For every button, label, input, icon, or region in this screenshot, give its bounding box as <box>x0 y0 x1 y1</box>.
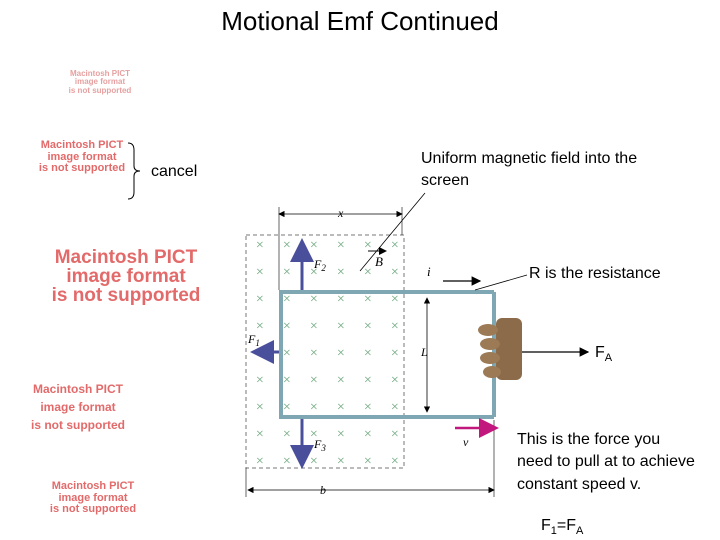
field-cross-7-0: × <box>255 427 264 442</box>
field-cross-4-2: × <box>309 346 318 361</box>
force-label: FA <box>595 342 612 367</box>
field-cross-1-1: × <box>282 265 291 280</box>
resistance-label: R is the resistance <box>529 265 661 282</box>
field-cross-7-3: × <box>336 427 345 442</box>
field-cross-3-4: × <box>363 319 372 334</box>
field-cross-1-0: × <box>255 265 264 280</box>
field-cross-1-2: × <box>309 265 318 280</box>
pict-placeholder-1: Macintosh PICT image format is not suppo… <box>68 69 132 95</box>
field-cross-5-1: × <box>282 373 291 388</box>
field-region <box>245 234 405 469</box>
field-cross-6-3: × <box>336 400 345 415</box>
field-cross-5-0: × <box>255 373 264 388</box>
field-cross-2-1: × <box>282 292 291 307</box>
equation-sub2: A <box>576 525 584 538</box>
field-cross-8-5: × <box>390 454 399 469</box>
field-cross-2-2: × <box>309 292 318 307</box>
field-cross-1-4: × <box>363 265 372 280</box>
field-crosses: × × × × × × × × × × × × × × × × × × × × × × × × × × × × × × × × × × × × × × × ×… <box>255 238 399 469</box>
velocity-label: v <box>463 435 469 449</box>
field-cross-4-4: × <box>363 346 372 361</box>
field-cross-2-0: × <box>255 292 264 307</box>
resistance-leader-line <box>474 274 528 291</box>
field-cross-2-3: × <box>336 292 345 307</box>
field-cross-8-0: × <box>255 454 264 469</box>
field-cross-8-4: × <box>363 454 372 469</box>
field-cross-3-0: × <box>255 319 264 334</box>
field-leader-line <box>359 192 426 272</box>
field-cross-5-2: × <box>309 373 318 388</box>
field-description: Uniform magnetic field into the screen <box>421 150 638 190</box>
F1-label: F1 <box>247 332 260 348</box>
F3-label: F3 <box>313 437 326 453</box>
field-cross-7-5: × <box>390 427 399 442</box>
field-cross-3-1: × <box>282 319 291 334</box>
field-cross-0-3: × <box>336 238 345 253</box>
field-cross-7-4: × <box>363 427 372 442</box>
field-cross-6-5: × <box>390 400 399 415</box>
L-label: L <box>420 345 428 359</box>
field-cross-1-5: × <box>390 265 399 280</box>
field-cross-1-3: × <box>336 265 345 280</box>
F2-label: F2 <box>313 257 326 273</box>
field-cross-4-1: × <box>282 346 291 361</box>
field-cross-7-2: × <box>309 427 318 442</box>
pict-placeholder-2: Macintosh PICT image format is not suppo… <box>38 139 126 175</box>
force-equation: F1=FA <box>541 515 583 540</box>
pict-placeholder-5: Macintosh PICT image format is not suppo… <box>49 480 137 516</box>
field-cross-2-4: × <box>363 292 372 307</box>
field-cross-0-0: × <box>255 238 264 253</box>
force-description: This is the force you need to pull at to… <box>517 431 695 493</box>
force-label-main: F <box>595 344 605 361</box>
brace-icon <box>127 142 141 200</box>
field-cross-5-4: × <box>363 373 372 388</box>
field-cross-7-1: × <box>282 427 291 442</box>
field-cross-4-5: × <box>390 346 399 361</box>
field-cross-6-1: × <box>282 400 291 415</box>
pict-placeholder-4: Macintosh PICT image format is not suppo… <box>31 382 125 432</box>
cancel-label: cancel <box>151 163 198 180</box>
pict-placeholder-3: Macintosh PICT image format is not suppo… <box>51 247 201 306</box>
force-label-sub: A <box>604 352 613 365</box>
conducting-loop <box>279 290 494 419</box>
field-cross-6-2: × <box>309 400 318 415</box>
field-cross-0-2: × <box>309 238 318 253</box>
field-cross-0-4: × <box>363 238 372 253</box>
field-cross-8-1: × <box>282 454 291 469</box>
equation-sub1: 1 <box>550 525 557 538</box>
equation-mid: =F <box>556 517 577 534</box>
field-cross-6-4: × <box>363 400 372 415</box>
hand-icon <box>478 318 522 380</box>
b-label: b <box>320 483 326 497</box>
field-cross-3-5: × <box>390 319 399 334</box>
field-cross-5-3: × <box>336 373 345 388</box>
current-label: i <box>427 264 431 279</box>
field-cross-3-3: × <box>336 319 345 334</box>
field-cross-8-2: × <box>309 454 318 469</box>
field-cross-5-5: × <box>390 373 399 388</box>
B-label: B <box>375 254 383 269</box>
x-label: x <box>337 206 344 220</box>
field-cross-8-3: × <box>336 454 345 469</box>
equation-f1: F <box>541 517 551 534</box>
slide-title: Motional Emf Continued <box>221 6 499 36</box>
field-cross-0-5: × <box>390 238 399 253</box>
field-cross-6-0: × <box>255 400 264 415</box>
field-cross-2-5: × <box>390 292 399 307</box>
field-cross-3-2: × <box>309 319 318 334</box>
field-cross-0-1: × <box>282 238 291 253</box>
field-cross-4-3: × <box>336 346 345 361</box>
